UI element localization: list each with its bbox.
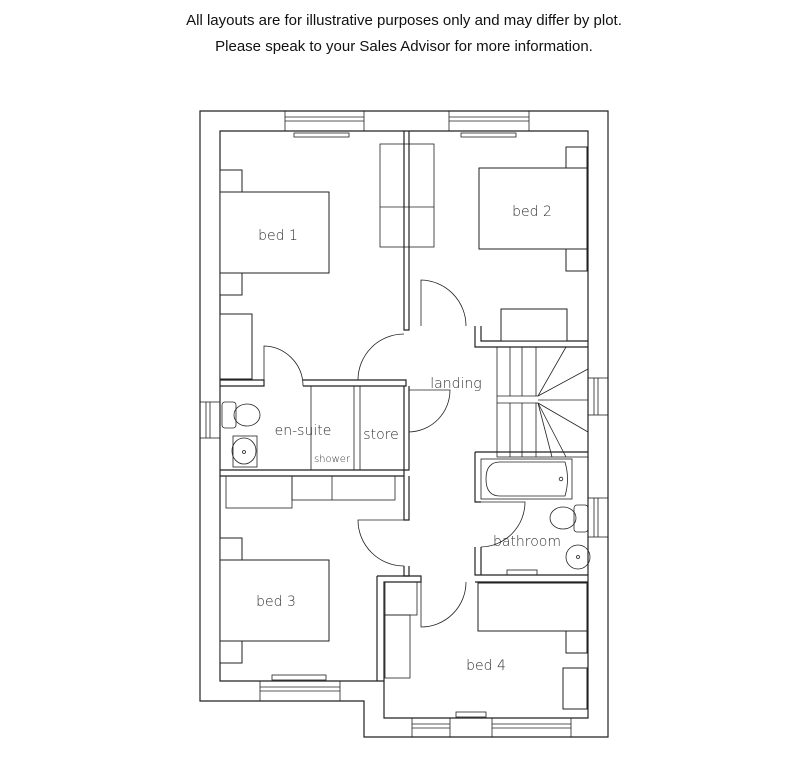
desk-bed1 bbox=[219, 313, 253, 380]
room-label-shower: shower bbox=[314, 454, 351, 465]
nightstand bbox=[219, 272, 243, 296]
bed-4 bbox=[477, 582, 588, 632]
room-label-bathroom: bathroom bbox=[493, 534, 561, 550]
room-label-bed4: bed 4 bbox=[466, 658, 506, 674]
door-bathroom[interactable] bbox=[480, 501, 526, 548]
room-label-bed3: bed 3 bbox=[256, 594, 296, 610]
radiator bbox=[460, 132, 517, 138]
sink-bathroom bbox=[565, 544, 591, 570]
desk-bed4 bbox=[562, 667, 588, 710]
radiator bbox=[506, 569, 538, 576]
sink-ensuite bbox=[231, 435, 258, 468]
radiator bbox=[293, 132, 350, 138]
window-ensuite bbox=[199, 401, 221, 439]
wardrobe-bed3 bbox=[225, 475, 396, 509]
nightstand bbox=[565, 630, 588, 654]
wardrobe-bed1-bed2 bbox=[379, 143, 435, 248]
window-bathroom bbox=[587, 497, 609, 538]
door-bed1[interactable] bbox=[357, 333, 405, 381]
shower bbox=[310, 385, 355, 471]
outer-wall bbox=[199, 110, 609, 738]
bed-2 bbox=[478, 167, 588, 250]
room-label-ensuite: en-suite bbox=[275, 423, 332, 439]
dresser-bed2 bbox=[500, 308, 568, 342]
window-bed3 bbox=[259, 680, 341, 702]
window-bed2 bbox=[448, 110, 530, 132]
wall-bed4-left bbox=[376, 575, 422, 681]
room-label-bed1: bed 1 bbox=[258, 228, 298, 244]
radiator bbox=[455, 711, 487, 718]
staircase[interactable] bbox=[496, 346, 589, 458]
radiator bbox=[271, 674, 327, 681]
door-ensuite[interactable] bbox=[263, 345, 304, 387]
disclaimer-line-1: All layouts are for illustrative purpose… bbox=[186, 12, 622, 29]
room-label-store: store bbox=[363, 427, 398, 443]
wall-ensuite-top bbox=[220, 379, 407, 387]
inner-wall bbox=[219, 130, 589, 719]
wall-ensuite-bottom bbox=[220, 469, 405, 477]
toilet-ensuite bbox=[221, 401, 261, 429]
door-bed2[interactable] bbox=[420, 279, 467, 327]
nightstand bbox=[565, 248, 588, 272]
window-bed4-left bbox=[411, 717, 451, 738]
window-stairs bbox=[587, 377, 609, 416]
bathtub bbox=[480, 458, 573, 500]
door-bed4[interactable] bbox=[420, 581, 467, 628]
room-label-bed2: bed 2 bbox=[512, 204, 552, 220]
store-cupboard bbox=[359, 385, 405, 471]
door-bed3[interactable] bbox=[357, 519, 405, 567]
disclaimer: All layouts are for illustrative purpose… bbox=[0, 8, 808, 60]
door-store[interactable] bbox=[408, 389, 451, 433]
bed-1 bbox=[219, 191, 330, 274]
window-bed1 bbox=[284, 110, 365, 132]
nightstand bbox=[219, 537, 243, 561]
wardrobe-bed4 bbox=[384, 581, 418, 679]
wall-bed1-bed2 bbox=[403, 131, 410, 331]
wall-bathroom bbox=[474, 451, 588, 583]
wall-landing-left bbox=[403, 386, 410, 577]
disclaimer-line-2: Please speak to your Sales Advisor for m… bbox=[215, 38, 593, 55]
room-label-landing: landing bbox=[430, 376, 481, 392]
nightstand bbox=[565, 146, 588, 169]
nightstand bbox=[219, 640, 243, 664]
window-bed4-right bbox=[491, 717, 572, 738]
toilet-bathroom bbox=[549, 504, 589, 533]
nightstand bbox=[219, 169, 243, 193]
bed-3 bbox=[219, 559, 330, 642]
